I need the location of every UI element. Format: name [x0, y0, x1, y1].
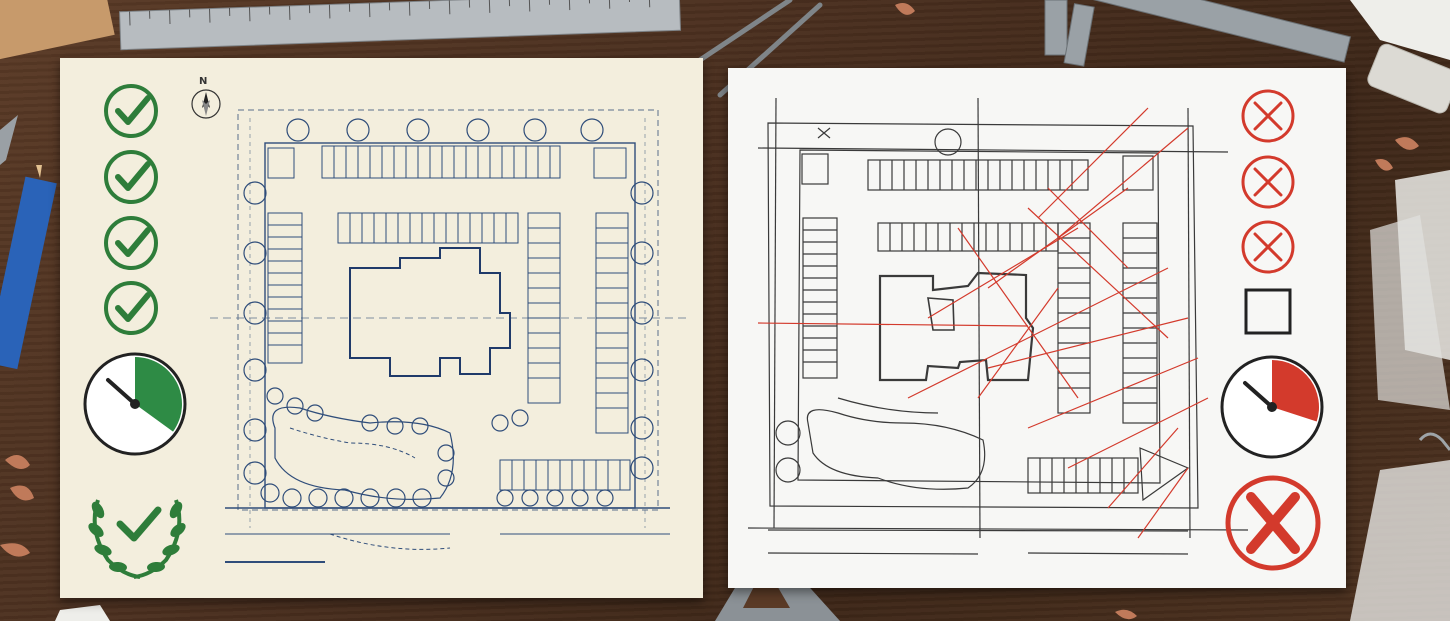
- paperclip-icon: [1418, 432, 1450, 451]
- wood-block: [0, 0, 115, 60]
- empty-checkbox-icon: [1244, 288, 1292, 335]
- check-circle-icon: [104, 281, 158, 335]
- check-circle-icon: [104, 150, 158, 204]
- speed-gauge-icon: [1220, 355, 1324, 459]
- caliper-icon: [1044, 0, 1351, 67]
- rejected-sketch-sheet: [728, 68, 1346, 588]
- north-label: N: [199, 76, 208, 87]
- approved-plan-sheet: N: [60, 58, 703, 598]
- steel-ruler-icon: [119, 0, 682, 51]
- red-corrections: [757, 107, 1209, 539]
- approved-site-plan: [191, 89, 690, 563]
- check-circle-icon: [104, 84, 158, 138]
- trees: [243, 118, 654, 508]
- laurel-check-icon: [88, 499, 186, 579]
- paper-scrap: [1350, 0, 1450, 60]
- rejected-site-sketch: [747, 97, 1249, 555]
- approved-indicators: [83, 84, 187, 579]
- stamp-x-icon: [1225, 475, 1321, 571]
- x-circle-icon: [1241, 155, 1295, 209]
- building-footprint: [349, 247, 511, 377]
- north-arrow-icon: [191, 89, 221, 119]
- x-circle-icon: [1241, 220, 1295, 274]
- pencil-shavings: [0, 3, 1419, 620]
- pencil-icon: [0, 165, 57, 370]
- speed-gauge-icon: [83, 352, 187, 456]
- eraser-icon: [1367, 43, 1450, 114]
- rejected-indicators: [1220, 89, 1324, 571]
- check-circle-icon: [104, 216, 158, 270]
- blade-icon: [0, 115, 18, 165]
- x-circle-icon: [1241, 89, 1295, 143]
